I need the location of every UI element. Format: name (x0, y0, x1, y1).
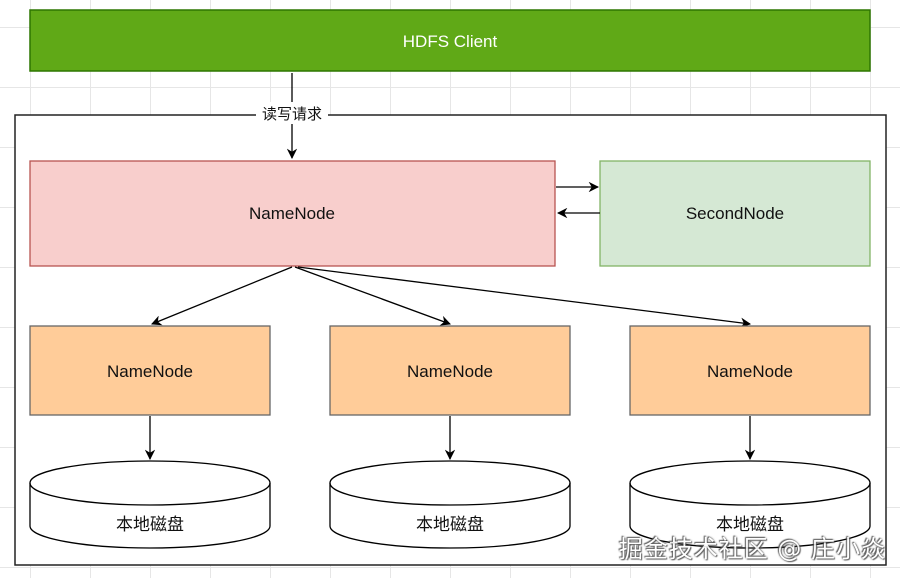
watermark: 掘金技术社区 @ 庄小焱 (618, 535, 886, 563)
secondnode-label: SecondNode (686, 204, 784, 223)
local-disk-2[interactable]: 本地磁盘 (329, 460, 571, 549)
hdfs-client-box (29, 9, 871, 72)
edge-client-to-namenode: 读写请求 (256, 73, 328, 160)
edge-namenode-to-datanode-1 (151, 266, 293, 326)
edge-namenode-to-datanode-2 (294, 266, 451, 326)
namenode-label: NameNode (249, 204, 335, 223)
datanode-box (329, 325, 571, 416)
namenode-box (29, 160, 556, 267)
edge-namenode-to-datanode-3 (297, 266, 752, 328)
disk-label: 本地磁盘 (416, 515, 484, 535)
hdfs-client-label: HDFS Client (403, 32, 498, 51)
edge-label-read-write-request: 读写请求 (262, 105, 322, 123)
datanode-label: NameNode (107, 362, 193, 381)
disk-label: 本地磁盘 (716, 515, 784, 535)
local-disk-1[interactable]: 本地磁盘 (29, 460, 271, 549)
datanode-2[interactable]: NameNode (329, 325, 571, 416)
datanode-label: NameNode (407, 362, 493, 381)
namenode-node[interactable]: NameNode (29, 160, 556, 267)
datanode-label: NameNode (707, 362, 793, 381)
disk-label: 本地磁盘 (116, 515, 184, 535)
datanode-1[interactable]: NameNode (29, 325, 271, 416)
datanode-box (629, 325, 871, 416)
disk-cylinder-top (329, 482, 571, 506)
disk-cylinder-top (29, 482, 271, 506)
local-disk-3[interactable]: 本地磁盘 (629, 460, 871, 549)
edge-label-bg (256, 102, 328, 124)
hdfs-client-node[interactable]: HDFS Client (29, 9, 871, 72)
datanode-3[interactable]: NameNode (629, 325, 871, 416)
secondnode-box (599, 160, 871, 267)
disk-cylinder-top (629, 482, 871, 506)
secondnode-node[interactable]: SecondNode (599, 160, 871, 267)
datanode-box (29, 325, 271, 416)
